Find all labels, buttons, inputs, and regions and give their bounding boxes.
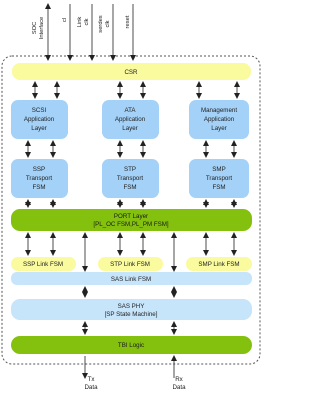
stp-transport-label-2: Transport — [117, 175, 144, 182]
ssp-link-label: SSP Link FSM — [23, 261, 63, 268]
tbi-logic-label: TBI Logic — [118, 342, 144, 349]
port-link-arrows — [25, 232, 237, 272]
ssp-transport-label-2: Transport — [26, 175, 53, 182]
smp-transport-label-2: Transport — [206, 175, 233, 182]
rx-label-2: Data — [172, 384, 186, 391]
svg-text:SOC: SOC — [32, 22, 38, 35]
svg-text:clk: clk — [105, 20, 111, 27]
svg-text:Interface: Interface — [39, 17, 45, 40]
tbi-logic-block — [11, 336, 252, 354]
link-phy-arrows — [82, 286, 177, 298]
smp-link-fsm — [186, 257, 252, 271]
input-label-link-clk: Link clk — [77, 17, 90, 28]
port-layer-label-1: PORT Layer — [114, 213, 148, 220]
ata-app-label-1: ATA — [124, 107, 136, 114]
svg-text:serdes: serdes — [98, 15, 104, 33]
stp-transport-label-1: STP — [124, 166, 136, 173]
svg-text:reset: reset — [125, 15, 131, 28]
app-transport-arrows — [25, 140, 237, 158]
scsi-app-label-3: Layer — [31, 125, 46, 132]
tx-label-2: Data — [84, 384, 98, 391]
output-arrows — [82, 355, 177, 379]
input-label-soc-interface: SOC Interface — [32, 17, 45, 40]
scsi-app-label-2: Application — [24, 116, 55, 123]
scsi-app-label-1: SCSI — [32, 107, 47, 114]
sas-phy-label-2: [SP State Machine] — [105, 311, 158, 318]
ata-app-label-2: Application — [115, 116, 146, 123]
mgmt-app-label-3: Layer — [211, 125, 226, 132]
csr-label: CSR — [124, 69, 138, 76]
ata-application-layer — [102, 100, 159, 139]
smp-transport-label-1: SMP — [212, 166, 225, 173]
stp-link-fsm — [98, 257, 163, 271]
ata-app-label-3: Layer — [122, 125, 137, 132]
top-signal-lines — [45, 2, 136, 61]
stp-link-label: STP Link FSM — [110, 261, 150, 268]
svg-text:cl: cl — [62, 18, 68, 22]
csr-app-arrows — [32, 81, 240, 99]
mgmt-app-label-1: Management — [201, 107, 237, 114]
sas-ip-block-diagram: SOC Interface cl Link clk serdes clk res… — [1, 2, 261, 391]
smp-transport-label-3: FSM — [212, 184, 225, 191]
sas-link-label: SAS Link FSM — [111, 276, 151, 283]
phy-tbi-arrows — [82, 321, 177, 335]
ssp-transport-label-3: FSM — [32, 184, 45, 191]
input-label-cl: cl — [62, 18, 68, 22]
stp-transport-label-3: FSM — [123, 184, 136, 191]
rx-label-1: Rx — [175, 376, 183, 383]
ssp-link-fsm — [11, 257, 76, 271]
csr-block — [12, 63, 251, 80]
smp-link-label: SMP Link FSM — [198, 261, 239, 268]
svg-text:Link: Link — [77, 17, 83, 28]
sas-phy-block — [11, 299, 252, 320]
input-label-serdes-clk: serdes clk — [98, 15, 111, 33]
sas-phy-label-1: SAS PHY — [118, 303, 145, 310]
transport-port-arrows — [25, 199, 237, 208]
port-layer-label-2: [PL_OC FSM,PL_PM FSM] — [93, 221, 169, 228]
ssp-transport-fsm — [11, 159, 68, 198]
scsi-application-layer — [11, 100, 68, 139]
smp-transport-fsm — [189, 159, 249, 198]
tx-label-1: Tx — [88, 376, 96, 383]
input-label-reset: reset — [125, 15, 131, 28]
management-application-layer — [189, 100, 249, 139]
stp-transport-fsm — [102, 159, 159, 198]
svg-text:clk: clk — [84, 18, 90, 25]
sas-link-fsm — [11, 272, 252, 285]
port-layer-block — [11, 209, 252, 231]
mgmt-app-label-2: Application — [204, 116, 235, 123]
ssp-transport-label-1: SSP — [33, 166, 45, 173]
